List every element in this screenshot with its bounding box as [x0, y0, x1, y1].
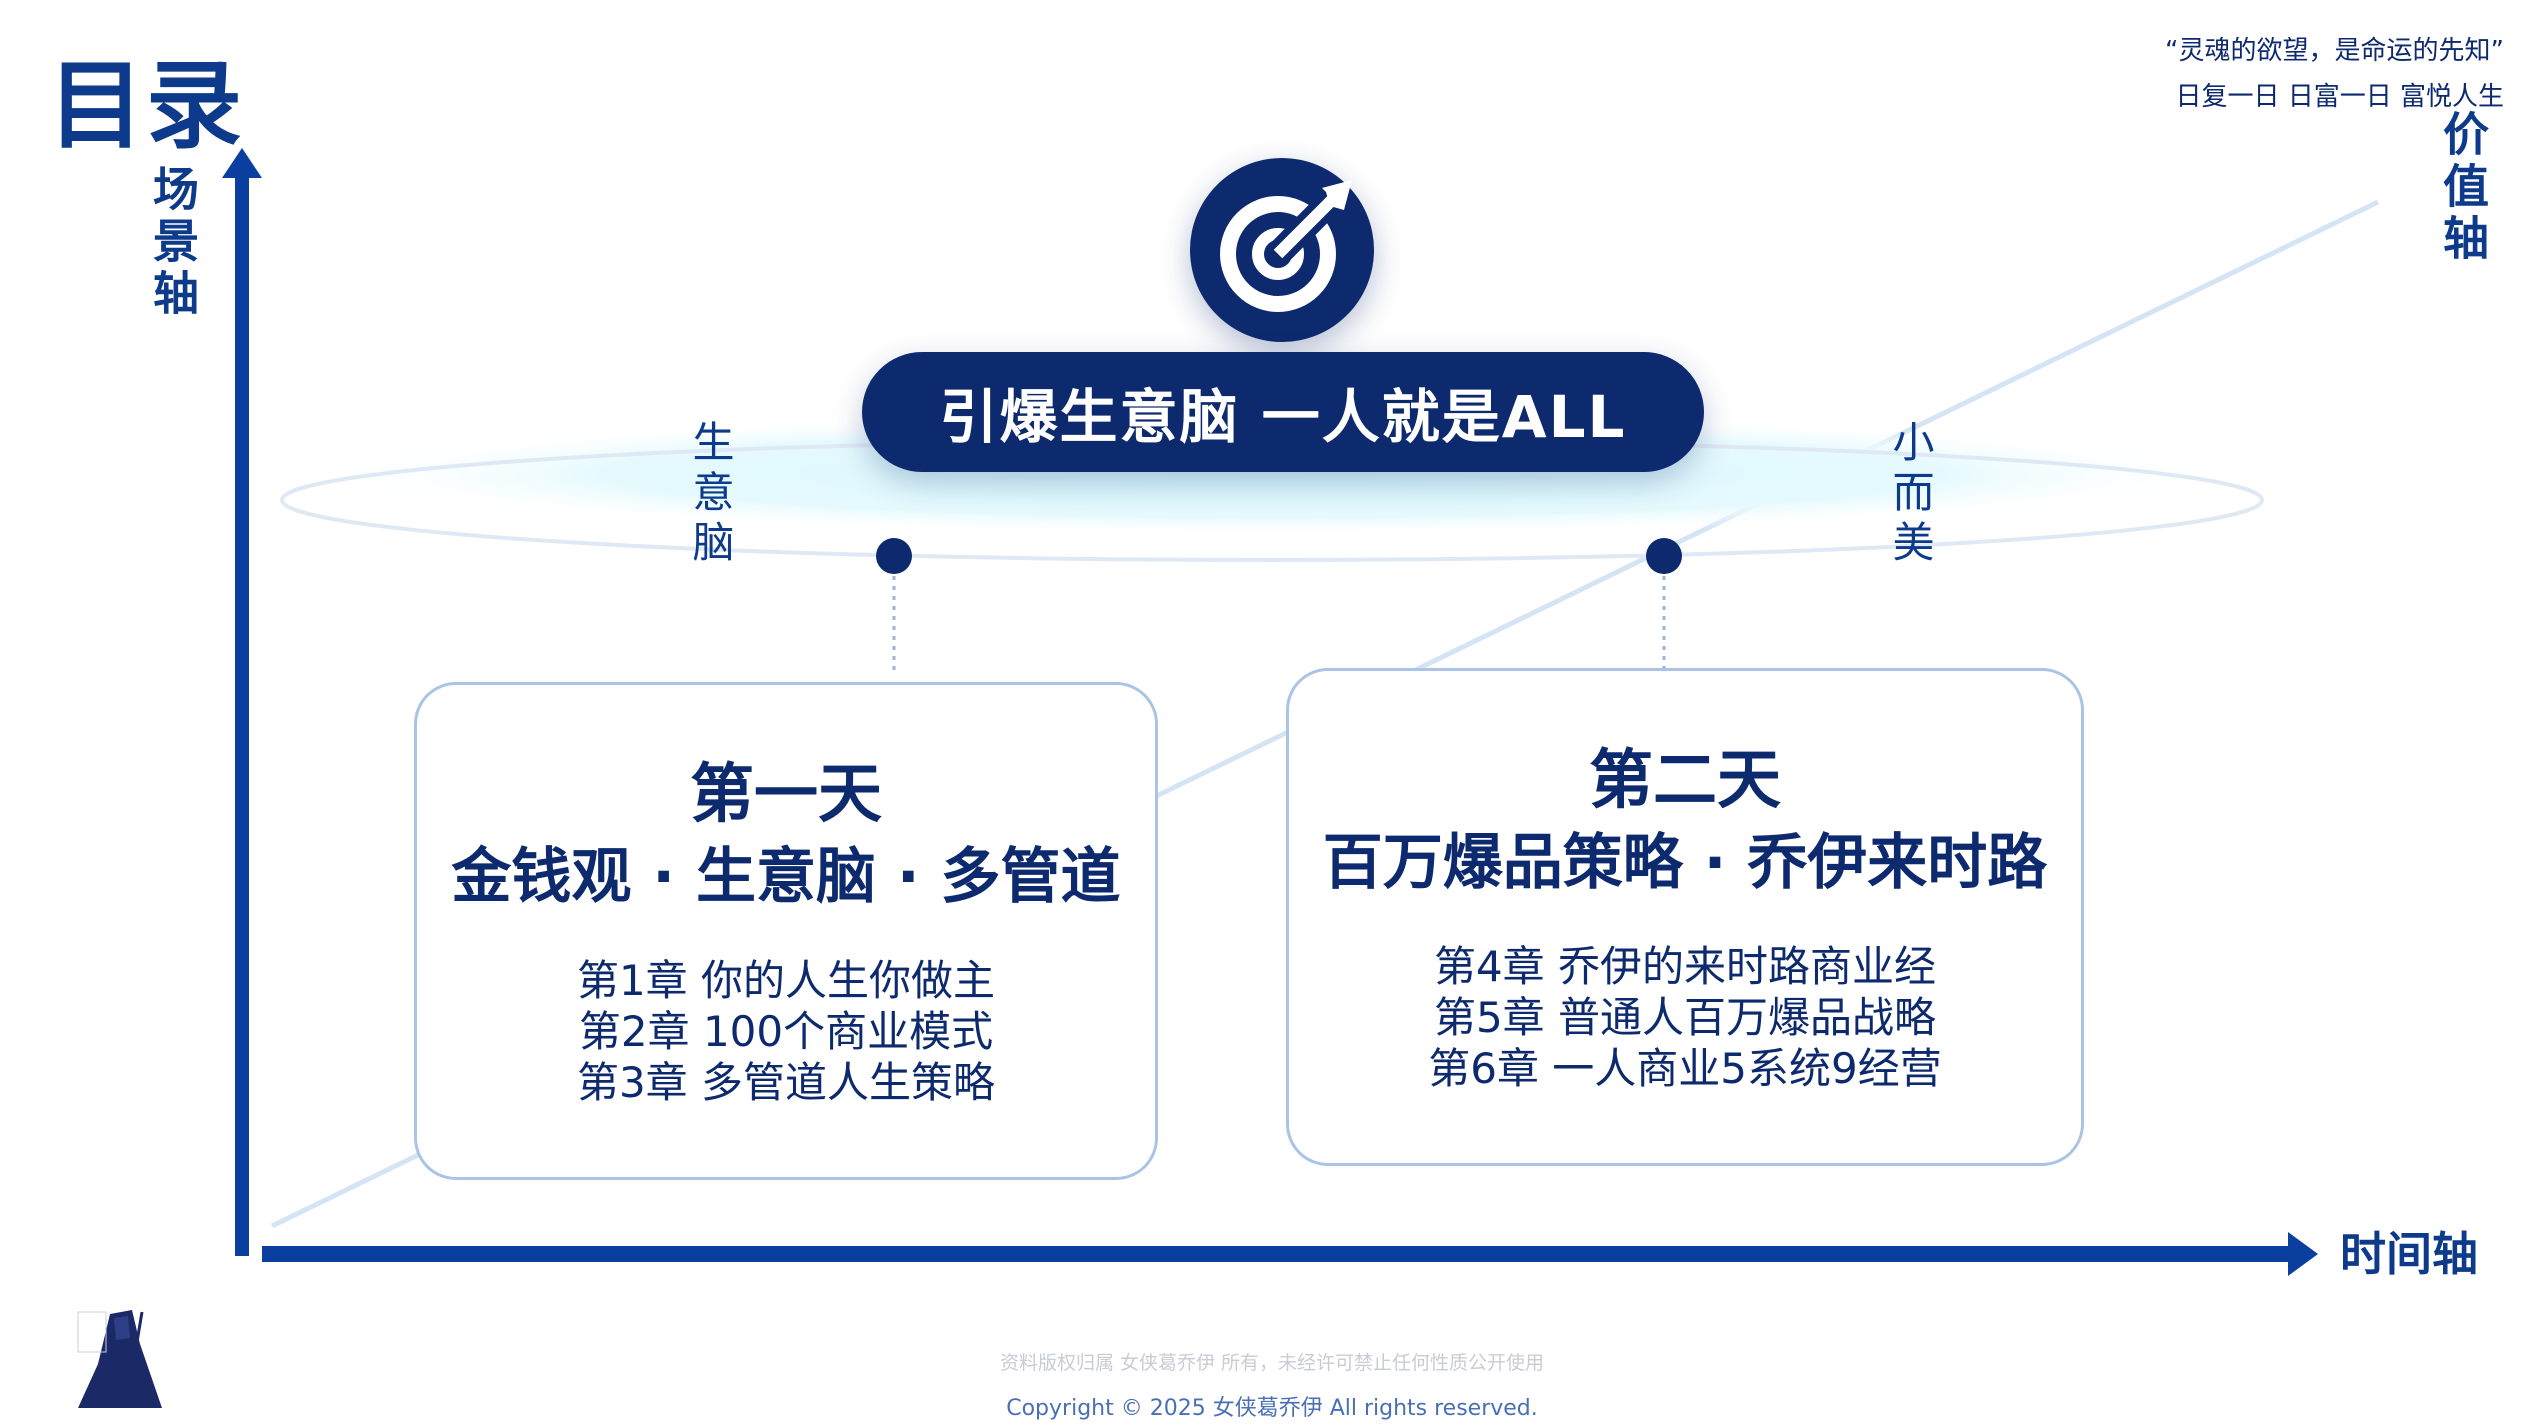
node-dot-left [876, 538, 912, 574]
day-title: 第二天 [1589, 744, 1781, 818]
side-label-left: 生意脑 [686, 420, 735, 570]
copyright-notice: 资料版权归属 女侠葛乔伊 所有，未经许可禁止任何性质公开使用 [999, 1352, 1545, 1374]
glow-ellipse [312, 412, 2232, 536]
chapter-item: 第2章 100个商业模式 [578, 1007, 994, 1056]
x-axis-arrowhead [2288, 1232, 2318, 1276]
day-title: 第一天 [690, 758, 882, 832]
brand-logo [70, 1304, 170, 1418]
day-card-2: 第二天 百万爆品策略 · 乔伊来时路 第4章 乔伊的来时路商业经 第5章 普通人… [1286, 668, 2084, 1166]
copyright-line: Copyright © 2025 女侠葛乔伊 All rights reserv… [1006, 1396, 1538, 1421]
x-axis-label: 时间轴 [2340, 1227, 2478, 1281]
chapter-list: 第1章 你的人生你做主 第2章 100个商业模式 第3章 多管道人生策略 [417, 955, 1155, 1108]
day-subtitle: 金钱观 · 生意脑 · 多管道 [451, 842, 1121, 912]
chapter-item: 第3章 多管道人生策略 [576, 1058, 996, 1107]
page-title: 目录 [48, 50, 244, 162]
day-card-1: 第一天 金钱观 · 生意脑 · 多管道 第1章 你的人生你做主 第2章 100个… [414, 682, 1158, 1180]
node-dot-right [1646, 538, 1682, 574]
chapter-list: 第4章 乔伊的来时路商业经 第5章 普通人百万爆品战略 第6章 一人商业5系统9… [1289, 941, 2081, 1094]
day-subtitle: 百万爆品策略 · 乔伊来时路 [1322, 828, 2048, 898]
chapter-item: 第4章 乔伊的来时路商业经 [1433, 942, 1937, 991]
side-label-right: 小而美 [1886, 420, 1935, 570]
chapter-item: 第6章 一人商业5系统9经营 [1428, 1044, 1942, 1093]
quote-line: “灵魂的欲望，是命运的先知” [2165, 36, 2504, 66]
y-axis-label: 场景轴 [146, 165, 200, 321]
headline-banner: 引爆生意脑 一人就是ALL [862, 352, 1704, 472]
y-axis-arrowhead [222, 148, 262, 178]
chapter-item: 第1章 你的人生你做主 [576, 956, 996, 1005]
value-axis-label: 价值轴 [2436, 110, 2490, 266]
slogan-line: 日复一日 日富一日 富悦人生 [2175, 82, 2504, 112]
chapter-item: 第5章 普通人百万爆品战略 [1433, 993, 1937, 1042]
target-arrow-icon [1190, 158, 1374, 342]
